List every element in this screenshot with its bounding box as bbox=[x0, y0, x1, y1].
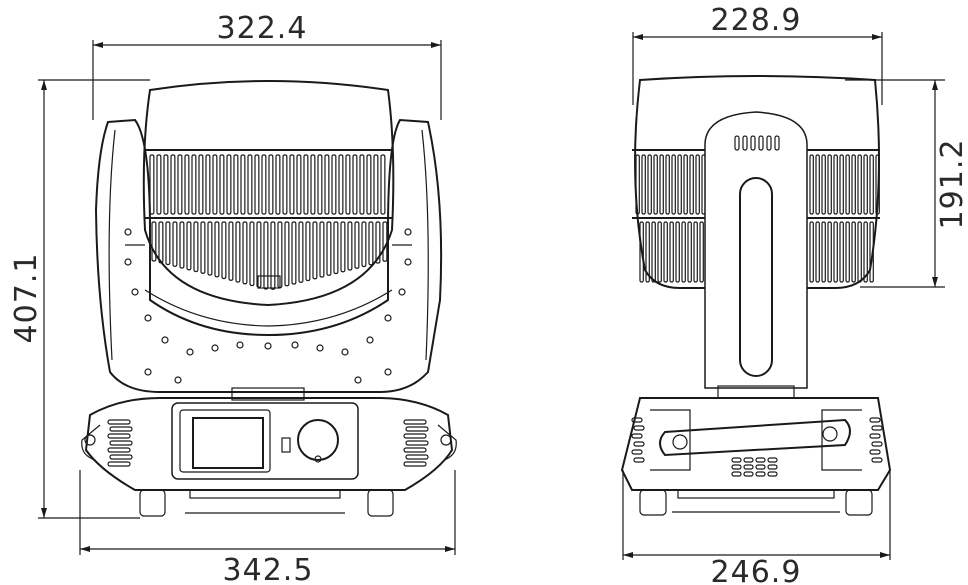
front-bottom-dimension: 342.5 bbox=[79, 470, 456, 585]
front-top-dimension: 322.4 bbox=[92, 11, 442, 120]
side-head-height-dimension-label: 191.2 bbox=[935, 139, 968, 230]
side-base-vents-right bbox=[869, 417, 883, 463]
front-head-housing bbox=[142, 80, 395, 307]
front-top-dimension-label: 322.4 bbox=[217, 11, 308, 46]
front-height-dimension: 407.1 bbox=[9, 79, 150, 519]
front-base-vents-left bbox=[107, 419, 133, 467]
side-base-slots bbox=[731, 457, 778, 477]
side-head-height-dimension: 191.2 bbox=[845, 79, 968, 288]
front-view: 322.4 342.5 407.1 bbox=[9, 11, 457, 585]
side-view: 228.9 191.2 246.9 bbox=[620, 3, 968, 585]
side-base-vents-left bbox=[631, 417, 645, 463]
front-bottom-dimension-label: 342.5 bbox=[223, 553, 314, 585]
front-control-knob bbox=[297, 419, 339, 461]
front-head-clip bbox=[257, 275, 281, 289]
front-base bbox=[84, 397, 454, 491]
front-usb-port bbox=[281, 437, 291, 453]
side-yoke-arm bbox=[704, 111, 808, 389]
side-arm-slot bbox=[739, 177, 773, 377]
front-display-frame bbox=[179, 409, 271, 473]
front-yoke-screws bbox=[124, 228, 412, 384]
side-head-fins-upper bbox=[635, 154, 880, 215]
front-yoke bbox=[94, 118, 443, 393]
side-bottom-dimension-label: 246.9 bbox=[711, 555, 802, 585]
front-head-fins-upper bbox=[149, 154, 386, 215]
front-head-fins-lower bbox=[151, 221, 388, 290]
front-display-screen bbox=[192, 417, 264, 469]
side-base bbox=[620, 397, 892, 491]
side-bottom-dimension: 246.9 bbox=[622, 470, 891, 585]
side-top-dimension: 228.9 bbox=[632, 3, 883, 105]
side-arm-vents bbox=[734, 135, 780, 151]
side-head-housing bbox=[634, 75, 880, 289]
front-height-dimension-label: 407.1 bbox=[9, 253, 44, 344]
side-base-handle bbox=[659, 418, 851, 457]
front-base-vents-right bbox=[403, 419, 429, 467]
side-head-fins-lower bbox=[639, 221, 874, 283]
side-top-dimension-label: 228.9 bbox=[711, 3, 802, 38]
